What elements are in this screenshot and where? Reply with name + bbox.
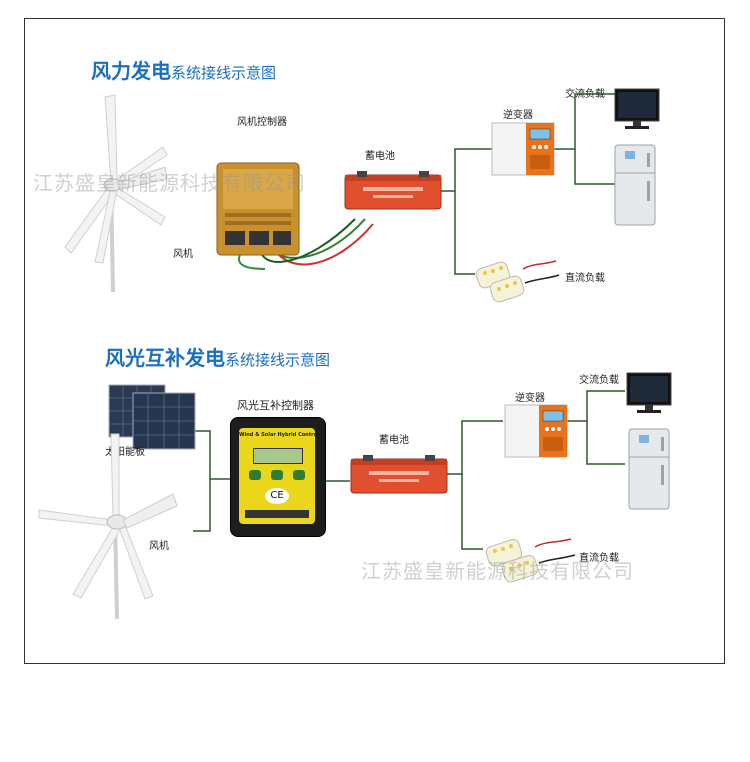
diagram-frame: 风力发电系统接线示意图 风机 风机控制器 蓄电池 逆变器 (24, 18, 725, 664)
fridge-2 (628, 428, 670, 510)
diagram1-title-sub: 系统接线示意图 (171, 64, 277, 82)
diagram2-title-main: 风光互补发电 (105, 346, 225, 370)
controller-btn-2 (271, 470, 283, 480)
hybrid-controller-brand: Wind & Solar Hybrid Controller (239, 432, 315, 438)
tv-2 (626, 372, 672, 413)
battery-2 (350, 455, 448, 494)
wire-battery-dcload-2 (461, 474, 483, 550)
diagram2-inverter-label: 逆变器 (515, 393, 545, 404)
controller-btn-1 (249, 470, 261, 480)
wire-battery-inverter-1 (440, 148, 495, 192)
diagram2-controller-label: 风光互补控制器 (237, 399, 314, 412)
fridge-1 (614, 144, 656, 226)
diagram2-title-sub: 系统接线示意图 (225, 351, 331, 369)
wire-inverter-fridge-2 (586, 421, 625, 465)
dc-led-load-2 (485, 538, 576, 583)
wire-sources-controller-2 (193, 430, 211, 532)
battery-1 (344, 171, 442, 210)
wire-inverter-fridge-1 (574, 149, 615, 185)
diagram2-solar-label: 太阳能板 (105, 447, 145, 458)
diagram2-turbine-label: 风机 (149, 541, 169, 552)
diagram2-battery-label: 蓄电池 (379, 435, 409, 446)
diagram2-dc-load-label: 直流负载 (579, 553, 619, 564)
watermark-top: 江苏盛皇新能源科技有限公司 (33, 171, 306, 195)
diagram1-ac-load-label: 交流负载 (565, 89, 605, 100)
diagram2-title: 风光互补发电系统接线示意图 (105, 342, 330, 371)
diagram1-controller-label: 风机控制器 (237, 117, 287, 128)
controller-btn-3 (293, 470, 305, 480)
diagram1-turbine-label: 风机 (173, 249, 193, 260)
diagram1-battery-label: 蓄电池 (365, 151, 395, 162)
diagram1-dc-load-label: 直流负载 (565, 273, 605, 284)
inverter-2 (504, 404, 568, 458)
ce-mark: CE (265, 488, 289, 504)
watermark-bottom: 江苏盛皇新能源科技有限公司 (361, 559, 634, 583)
hybrid-controller-face: Wind & Solar Hybrid Controller CE (239, 428, 315, 524)
inverter-1 (491, 122, 555, 176)
diagram1-title: 风力发电系统接线示意图 (91, 55, 276, 84)
solar-panels (108, 384, 196, 450)
dc-led-load-1 (475, 260, 560, 303)
wind-turbine-2 (38, 433, 178, 620)
hybrid-controller: Wind & Solar Hybrid Controller CE (230, 417, 326, 537)
wire-battery-dcload-1 (454, 191, 475, 275)
wire-inverter-tv-1 (553, 93, 615, 150)
diagram1-title-main: 风力发电 (91, 59, 171, 83)
controller-lcd (253, 448, 303, 464)
wire-inverter-tv-2 (567, 390, 625, 422)
wind-controller-1 (216, 162, 300, 256)
wind-turbine-1 (64, 94, 168, 293)
tv-1 (614, 88, 660, 129)
controller-terminals (245, 510, 309, 518)
wire-battery-inverter-2 (447, 420, 503, 475)
diagram1-inverter-label: 逆变器 (503, 110, 533, 121)
diagram2-ac-load-label: 交流负载 (579, 375, 619, 386)
